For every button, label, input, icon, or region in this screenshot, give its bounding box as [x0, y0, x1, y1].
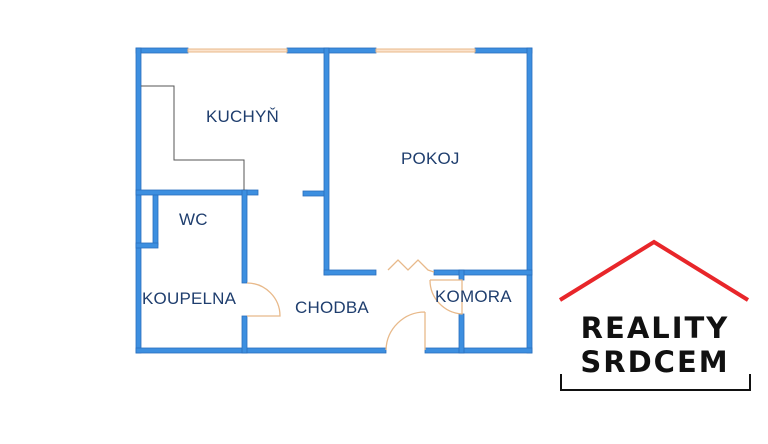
- logo-line1: REALITY: [580, 311, 730, 345]
- wall-top-middle: [286, 47, 377, 54]
- wall-wc-right-upper: [241, 189, 248, 284]
- wall-kitchen-stub: [302, 190, 328, 197]
- wall-bottom-right: [424, 347, 533, 354]
- room-label-chodba: CHODBA: [295, 298, 369, 317]
- window-kitchen: [187, 48, 288, 53]
- logo-roof: [558, 239, 750, 302]
- kitchen-counter: [141, 85, 245, 190]
- door-entrance: [385, 311, 426, 351]
- room-label-komora: KOMORA: [435, 287, 512, 306]
- wall-wc-right-lower: [241, 315, 248, 354]
- door-pokoj-folding: [387, 259, 435, 273]
- wall-komora-upper: [458, 269, 465, 281]
- wall-wc-shaft-right: [152, 194, 159, 246]
- wall-pokoj-left: [323, 47, 330, 276]
- wall-left: [135, 47, 142, 354]
- wall-pokoj-bottom-right: [433, 269, 533, 276]
- room-label-pokoj: POKOJ: [401, 149, 460, 168]
- door-koupelna: [246, 282, 281, 317]
- wall-right: [526, 47, 533, 354]
- wall-top-right: [474, 47, 533, 54]
- room-label-kitchen: KUCHYŇ: [206, 107, 279, 126]
- wall-komora-lower: [458, 313, 465, 354]
- logo-bracket: [560, 374, 751, 391]
- room-label-wc: WC: [179, 210, 208, 229]
- room-label-koupelna: KOUPELNA: [142, 289, 237, 308]
- wall-kitchen-bottom: [135, 189, 259, 196]
- door-komora: [429, 279, 463, 315]
- window-pokoj: [375, 48, 476, 53]
- wall-bottom-left: [135, 347, 387, 354]
- logo-line2: SRDCEM: [580, 345, 730, 379]
- wall-wc-shaft-bottom: [135, 242, 159, 249]
- wall-pokoj-bottom-left: [323, 269, 377, 276]
- wall-top-left: [135, 47, 189, 54]
